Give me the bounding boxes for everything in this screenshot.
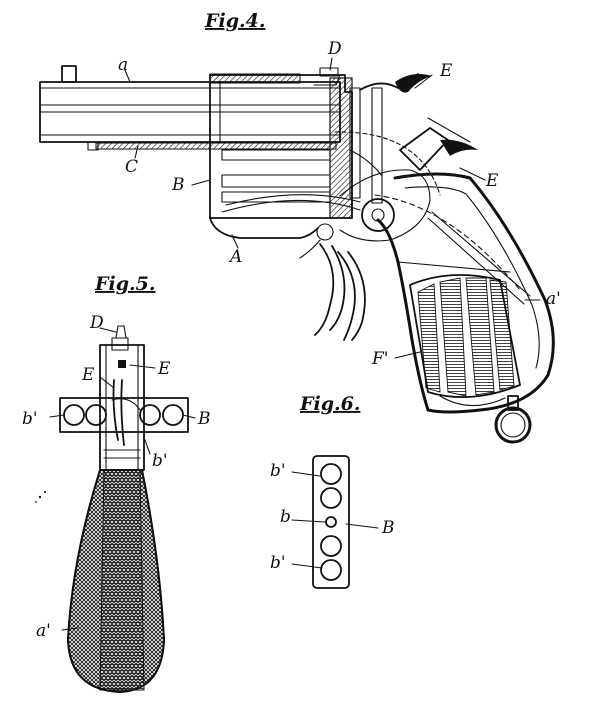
fig4-cylinder bbox=[409, 274, 521, 407]
fig4-label-F-prime: F' bbox=[371, 349, 388, 369]
fig4-leader-lines bbox=[124, 57, 541, 359]
fig4-trigger bbox=[299, 239, 366, 341]
fig5-handle-outline bbox=[67, 469, 165, 693]
fig4-label-C: C bbox=[125, 157, 138, 177]
fig6-label-b-prime-bottom: b' bbox=[270, 553, 286, 573]
figure-4: Fig.4. bbox=[39, 10, 561, 444]
fig6-leader-lines bbox=[291, 471, 379, 569]
fig5-handle-band bbox=[99, 469, 145, 691]
fig5-cylinder-bar bbox=[59, 397, 189, 433]
fig5-label-a-prime: a' bbox=[36, 621, 51, 641]
fig4-frame bbox=[209, 73, 361, 239]
fig4-ramrod bbox=[87, 141, 337, 151]
fig4-label-a: a bbox=[118, 55, 128, 75]
fig6-label-B: B bbox=[381, 518, 395, 538]
fig4-label-a-prime: a' bbox=[546, 289, 561, 309]
fig5-label-E-right: E bbox=[157, 359, 171, 379]
fig6-title: Fig.6. bbox=[299, 393, 360, 415]
fig5-title: Fig.5. bbox=[94, 273, 155, 295]
fig4-title: Fig.4. bbox=[204, 10, 265, 32]
fig4-lock-mechanism bbox=[313, 67, 478, 242]
figure-6: Fig.6. b' b B b' bbox=[270, 393, 395, 589]
fig6-cylinder-bar bbox=[312, 455, 350, 589]
fig4-label-A: A bbox=[228, 247, 242, 267]
fig5-label-B: B bbox=[197, 409, 211, 429]
fig4-label-B: B bbox=[171, 175, 185, 195]
fig5-leader-lines bbox=[49, 327, 196, 631]
fig6-label-b-prime-top: b' bbox=[270, 461, 286, 481]
fig4-label-D: D bbox=[327, 39, 342, 59]
fig5-label-b-prime-left: b' bbox=[22, 409, 38, 429]
fig5-label-E-left: E bbox=[81, 365, 95, 385]
fig6-label-b: b bbox=[280, 507, 291, 527]
fig4-label-E-upper: E bbox=[439, 61, 453, 81]
fig5-label-b-prime-right: b' bbox=[152, 451, 168, 471]
fig4-grip bbox=[374, 172, 555, 414]
fig4-lanyard-ring bbox=[494, 395, 532, 444]
fig5-label-D: D bbox=[89, 313, 104, 333]
speck-marks bbox=[35, 491, 46, 503]
figure-5: Fig.5. bbox=[22, 273, 211, 694]
fig4-label-E-lower: E bbox=[485, 171, 499, 191]
